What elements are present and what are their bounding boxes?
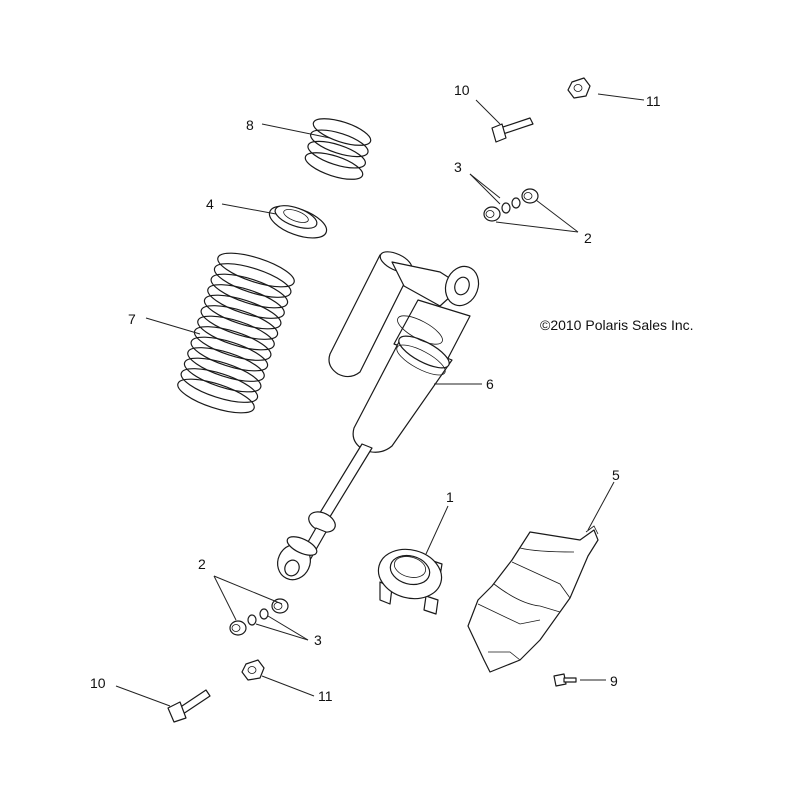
shock-absorber bbox=[277, 251, 480, 581]
upper-bushing-set bbox=[483, 188, 539, 222]
callout-7: 7 bbox=[128, 311, 136, 327]
callout-11-lower: 11 bbox=[318, 688, 333, 704]
lower-nut bbox=[241, 659, 265, 681]
callout-1: 1 bbox=[446, 489, 454, 505]
copyright-notice: ©2010 Polaris Sales Inc. bbox=[540, 317, 694, 333]
spring-coil bbox=[217, 252, 295, 288]
adjuster-collar bbox=[377, 548, 443, 615]
spring-coil bbox=[187, 347, 265, 382]
spring-retainer bbox=[268, 205, 328, 239]
callout-2-lower: 2 bbox=[198, 556, 206, 572]
spring-coil bbox=[213, 263, 292, 298]
leader-lines bbox=[115, 93, 645, 707]
spring-coil bbox=[197, 315, 275, 351]
callout-2-upper: 2 bbox=[584, 230, 592, 246]
shock-guard bbox=[467, 525, 599, 673]
callout-3-upper: 3 bbox=[454, 159, 462, 175]
spring-coil bbox=[203, 294, 282, 330]
callout-3-lower: 3 bbox=[314, 632, 322, 648]
callout-6: 6 bbox=[486, 376, 494, 392]
upper-nut bbox=[567, 77, 591, 99]
spring-coil bbox=[190, 336, 269, 372]
callout-9: 9 bbox=[610, 673, 618, 689]
spring-coil bbox=[210, 273, 289, 309]
callout-10-upper: 10 bbox=[454, 82, 470, 98]
spring-coil bbox=[180, 368, 259, 403]
lower-bushing-set bbox=[229, 598, 289, 636]
lower-bolt bbox=[167, 689, 211, 723]
callout-labels: 1 2 2 3 3 4 5 6 7 8 9 10 10 11 11 bbox=[90, 82, 661, 704]
spring-coil bbox=[183, 357, 262, 393]
upper-bolt bbox=[491, 117, 534, 143]
callout-8: 8 bbox=[246, 117, 254, 133]
spring-coil bbox=[304, 152, 364, 180]
callout-10-lower: 10 bbox=[90, 675, 106, 691]
guard-screw bbox=[553, 673, 577, 687]
callout-5: 5 bbox=[612, 467, 620, 483]
tender-spring bbox=[304, 118, 372, 180]
spring-coil bbox=[312, 118, 372, 146]
spring-coil bbox=[200, 305, 279, 340]
main-coil-spring bbox=[177, 252, 295, 414]
spring-coil bbox=[307, 140, 366, 169]
spring-coil bbox=[207, 284, 285, 319]
callout-4: 4 bbox=[206, 196, 214, 212]
callout-11-upper: 11 bbox=[646, 93, 661, 109]
spring-coil bbox=[177, 378, 255, 414]
spring-coil bbox=[193, 326, 272, 361]
